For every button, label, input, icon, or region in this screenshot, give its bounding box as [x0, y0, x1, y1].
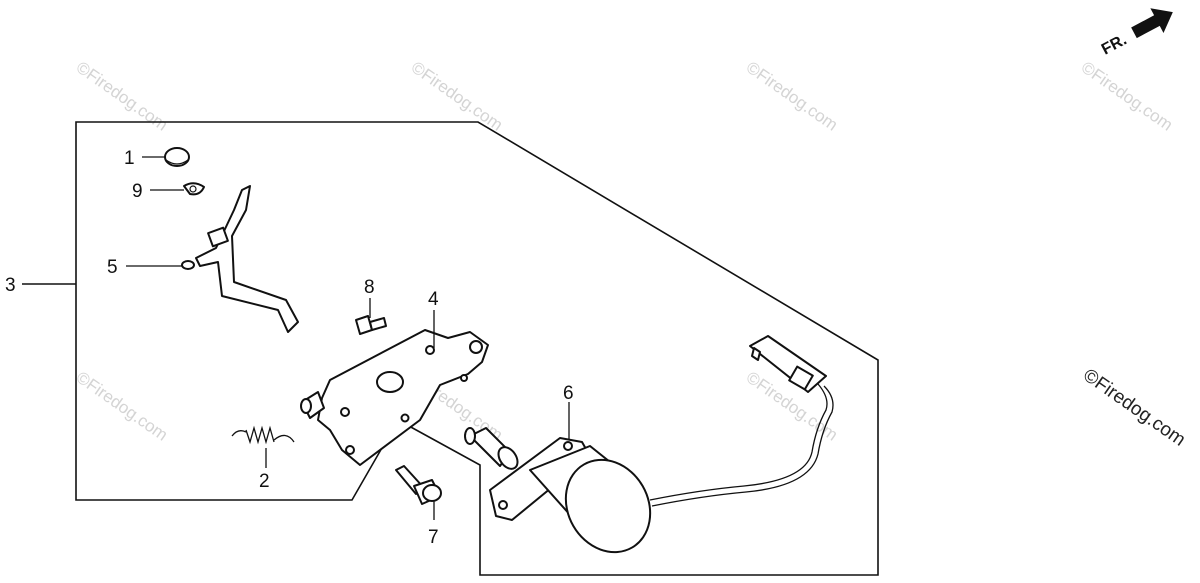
arrow-right-icon: [1131, 8, 1173, 39]
callout-3: 3: [5, 275, 16, 296]
watermark: ©Firedog.com: [73, 368, 172, 445]
callout-7: 7: [428, 527, 439, 548]
part-flange-bolt: [395, 465, 442, 505]
watermark: ©Firedog.com: [1078, 58, 1177, 135]
callout-6: 6: [563, 383, 574, 404]
part-cap: [164, 147, 190, 167]
part-clip: [183, 182, 205, 196]
leader-lines: [126, 156, 570, 520]
watermark-group: ©Firedog.com ©Firedog.com ©Firedog.com ©…: [73, 58, 1189, 451]
part-solenoid: [464, 335, 834, 554]
callout-4: 4: [428, 289, 439, 310]
callout-8: 8: [364, 277, 375, 298]
watermark-dark: ©Firedog.com: [1079, 365, 1189, 451]
part-spring: [231, 425, 295, 445]
watermark: ©Firedog.com: [408, 58, 507, 135]
fr-label: FR.: [1099, 31, 1130, 58]
callouts: 1 2 3 4 5 6 7 8 9: [5, 148, 574, 548]
part-lever: [181, 185, 299, 333]
watermark: ©Firedog.com: [73, 58, 172, 135]
callout-5: 5: [107, 257, 118, 278]
watermark: ©Firedog.com: [743, 58, 842, 135]
front-direction-indicator: FR.: [1099, 8, 1173, 59]
part-small-bolt: [355, 315, 387, 335]
callout-9: 9: [132, 181, 143, 202]
part-bracket: [300, 329, 489, 466]
callout-2: 2: [259, 471, 270, 492]
assembly-outline: [22, 121, 879, 576]
callout-1: 1: [124, 148, 135, 169]
